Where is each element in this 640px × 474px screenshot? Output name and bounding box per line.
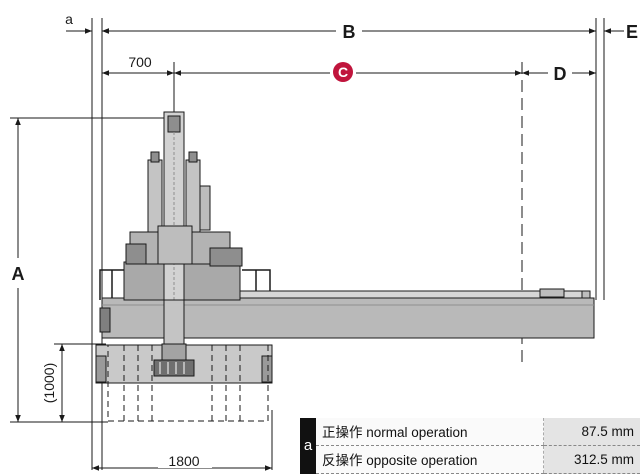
c-badge	[333, 62, 353, 82]
dimension-labels: a B E 700 C D A (1000) 1800	[8, 11, 638, 469]
label-a: a	[65, 11, 73, 27]
row-label: 正操作 normal operation	[316, 418, 544, 446]
table-tag: a	[300, 418, 316, 474]
vertical-column	[163, 111, 185, 301]
tool-arm	[163, 299, 185, 347]
label-E: E	[626, 22, 638, 42]
operation-offset-table: a 正操作 normal operation 87.5 mm 反操作 oppos…	[300, 418, 640, 474]
label-A: A	[12, 264, 25, 284]
row-value: 312.5 mm	[543, 445, 640, 474]
table-row: a 正操作 normal operation 87.5 mm	[300, 418, 640, 474]
label-C: C	[338, 64, 348, 80]
row-value: 87.5 mm	[543, 418, 640, 446]
row-label: 反操作 opposite operation	[316, 445, 544, 474]
label-1800: 1800	[168, 453, 199, 469]
label-1000: (1000)	[41, 363, 57, 403]
label-D: D	[554, 64, 567, 84]
extension-lines	[10, 18, 605, 470]
table-row: 反操作 opposite operation 312.5 mm	[300, 445, 640, 474]
label-B: B	[343, 22, 356, 42]
dashed-work-area	[107, 344, 269, 422]
dimension-arrows	[15, 28, 624, 471]
label-700: 700	[128, 54, 152, 70]
gantry-robot	[95, 111, 595, 422]
